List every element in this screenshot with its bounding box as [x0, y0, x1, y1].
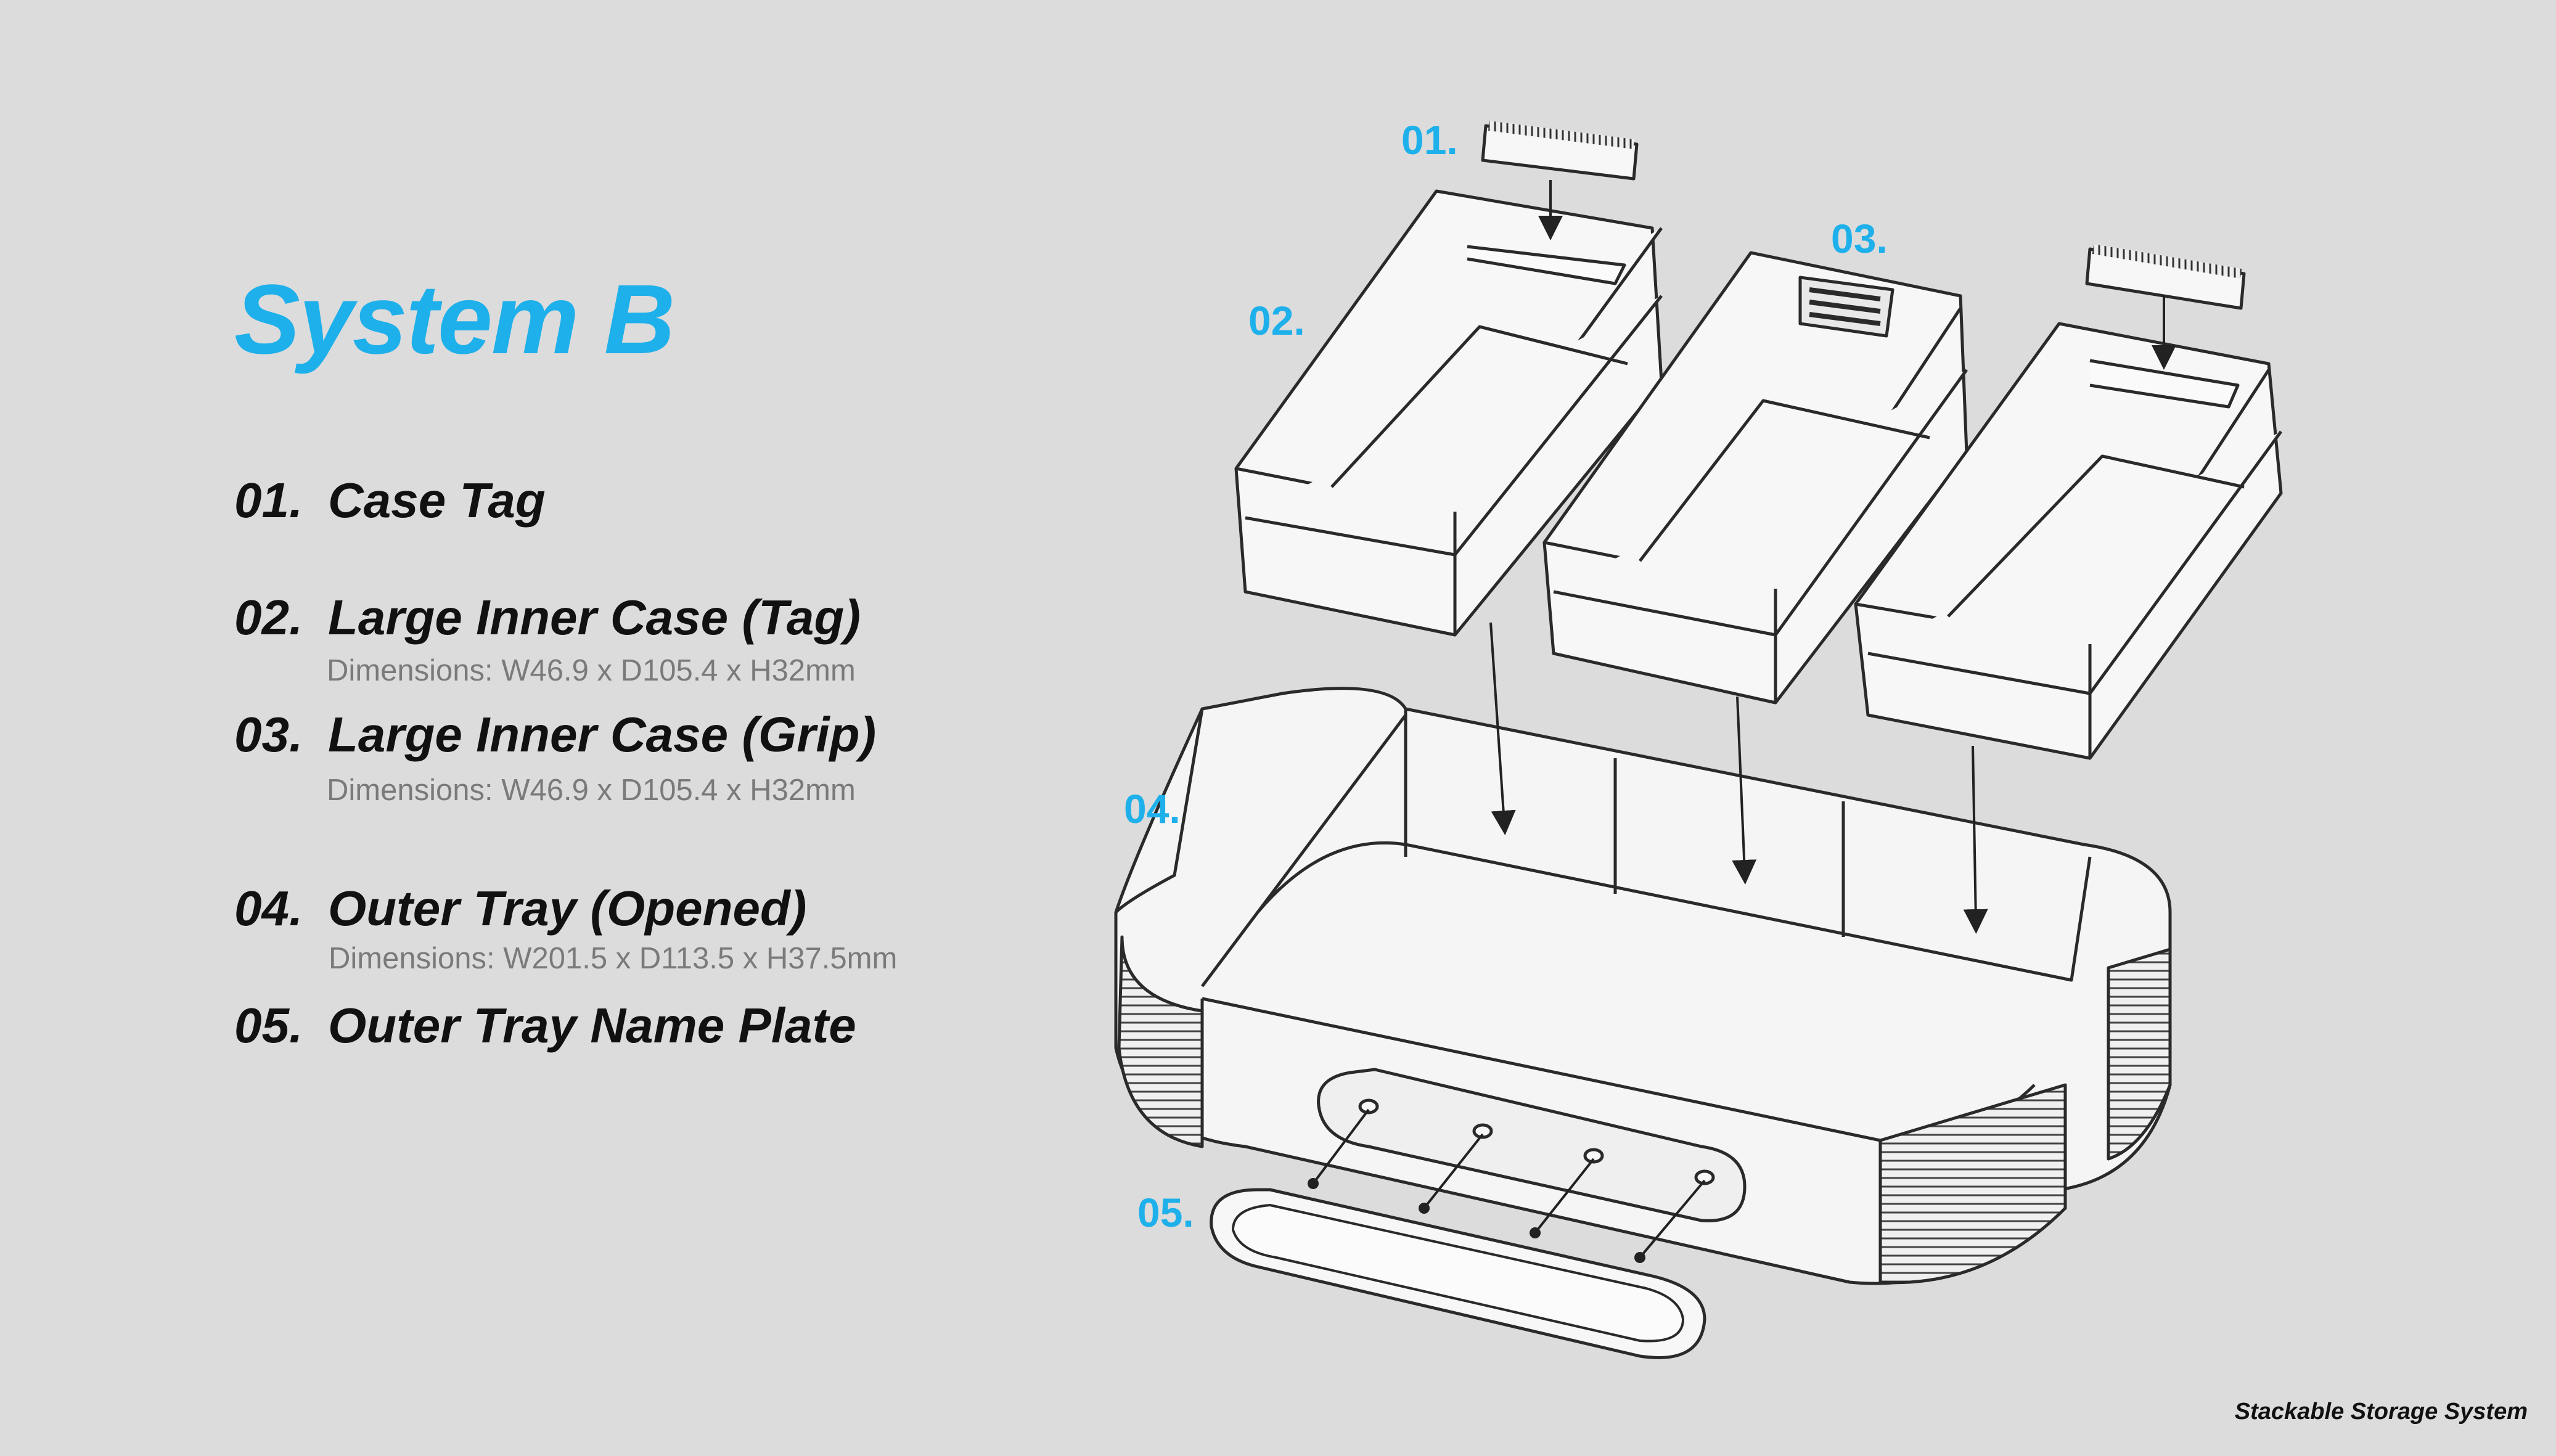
page-title: System B	[234, 264, 675, 374]
case-tag-top	[1481, 121, 1639, 181]
part-number: 02.	[234, 590, 303, 645]
part-number: 01.	[234, 473, 303, 528]
callout-04: 04.	[1124, 786, 1181, 832]
part-item-03: 03. Large Inner Case (Grip)	[234, 710, 876, 759]
inner-case-grip	[1542, 251, 1968, 705]
callout-05: 05.	[1137, 1190, 1194, 1235]
part-number: 03.	[234, 707, 303, 762]
grip-tab	[1798, 276, 1894, 338]
part-number: 05.	[234, 998, 303, 1053]
name-plate-recess	[1317, 1068, 1747, 1222]
part-name: Case Tag	[328, 473, 546, 528]
part-item-02: 02. Large Inner Case (Tag)	[234, 593, 861, 642]
assembly-guide-lines	[1312, 180, 2176, 1259]
part-name: Outer Tray (Opened)	[328, 881, 807, 936]
part-item-01: 01. Case Tag	[234, 476, 546, 525]
part-number: 04.	[234, 881, 303, 936]
part-dimensions-02: Dimensions: W46.9 x D105.4 x H32mm	[327, 654, 856, 687]
part-name: Outer Tray Name Plate	[328, 998, 856, 1053]
part-dimensions-03: Dimensions: W46.9 x D105.4 x H32mm	[327, 774, 856, 807]
inner-case-tag	[1234, 189, 1663, 637]
callout-01: 01.	[1401, 117, 1458, 163]
part-name: Large Inner Case (Grip)	[328, 707, 877, 762]
outer-tray	[1114, 687, 2172, 1285]
name-plate	[1210, 1188, 1706, 1359]
guide-dots	[1308, 1178, 1645, 1263]
part-dimensions-04: Dimensions: W201.5 x D113.5 x H37.5mm	[329, 942, 898, 975]
part-item-04: 04. Outer Tray (Opened)	[234, 884, 806, 933]
inner-case-tag-right	[1854, 322, 2283, 760]
callout-03: 03.	[1831, 216, 1888, 261]
case-tag-right	[2085, 244, 2246, 310]
part-item-05: 05. Outer Tray Name Plate	[234, 1001, 856, 1050]
callout-02: 02.	[1248, 298, 1305, 343]
part-name: Large Inner Case (Tag)	[328, 590, 861, 645]
footer-caption: Stackable Storage System	[2234, 1399, 2528, 1425]
